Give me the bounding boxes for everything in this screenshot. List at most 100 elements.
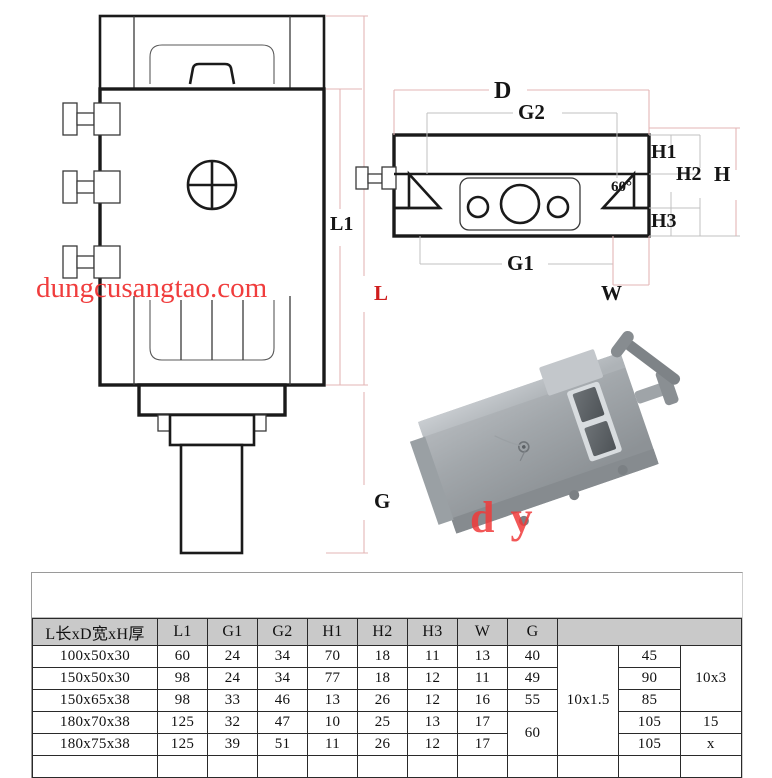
product-photo <box>405 322 697 570</box>
label-G2: G2 <box>518 100 545 124</box>
side-bolt-bottom <box>62 245 121 279</box>
cell-slot: 90 <box>618 667 681 690</box>
watermark-small: dy <box>470 493 549 542</box>
cell-cutoff <box>357 755 408 778</box>
col-header-g: G <box>507 618 558 646</box>
cell-cutoff <box>307 755 358 778</box>
cell-h3: 13 <box>407 711 458 734</box>
cell-h3: 12 <box>407 667 458 690</box>
table-header-row: L长xD宽xH厚 L1 G1 G2 H1 H2 H3 W G <box>32 618 742 646</box>
cell-w: 17 <box>457 733 508 756</box>
col-header-blurred <box>557 618 742 646</box>
cell-g2: 47 <box>257 711 308 734</box>
cell-thread: 10x1.5 <box>556 645 620 756</box>
spec-table: L长xD宽xH厚 L1 G1 G2 H1 H2 H3 W G 100x50x30… <box>32 618 743 778</box>
col-header-h1: H1 <box>307 618 358 646</box>
table-row: 180x75x38 125 39 51 11 26 12 17 105 x <box>32 733 743 756</box>
cell-h2: 26 <box>357 733 408 756</box>
table-row: 100x50x30 60 24 34 70 18 11 13 40 10x1.5… <box>32 645 743 756</box>
cell-g: 55 <box>507 689 558 712</box>
table-row: 150x50x30 98 24 34 77 18 12 11 49 90 <box>32 667 742 690</box>
col-header-model: L长xD宽xH厚 <box>32 618 158 646</box>
cell-h1: 13 <box>307 689 358 712</box>
label-G: G <box>374 489 391 513</box>
label-G1: G1 <box>507 251 534 275</box>
cell-l1: 98 <box>157 667 208 690</box>
col-header-w: W <box>457 618 508 646</box>
cell-g: 40 <box>507 645 558 668</box>
table-row-cutoff <box>32 755 743 778</box>
cell-slot: 45 <box>618 645 681 668</box>
cell-h2: 25 <box>357 711 408 734</box>
cell-g: 60 <box>507 711 558 756</box>
col-header-g2: G2 <box>257 618 308 646</box>
label-W: W <box>601 281 622 305</box>
cell-g: 49 <box>507 667 558 690</box>
cell-w: 17 <box>457 711 508 734</box>
cell-h1: 70 <box>307 645 358 668</box>
col-header-l1: L1 <box>157 618 208 646</box>
cell-l1: 125 <box>157 733 208 756</box>
cell-cutoff <box>407 755 458 778</box>
cell-h2: 18 <box>357 645 408 668</box>
label-H2: H2 <box>676 163 702 185</box>
cell-l1: 60 <box>157 645 208 668</box>
cell-h3: 12 <box>407 689 458 712</box>
side-bolt-middle <box>62 170 121 204</box>
cell-cutoff <box>457 755 508 778</box>
cell-cutoff <box>32 755 158 778</box>
cell-g2: 46 <box>257 689 308 712</box>
cell-h3: 11 <box>407 645 458 668</box>
product-photo-art <box>405 322 697 570</box>
cell-model: 100x50x30 <box>32 645 158 668</box>
table-body: 100x50x30 60 24 34 70 18 11 13 40 10x1.5… <box>32 645 743 778</box>
cell-cutoff <box>507 755 558 778</box>
spec-table-container: L长xD宽xH厚 L1 G1 G2 H1 H2 H3 W G 100x50x30… <box>31 572 743 778</box>
label-H1: H1 <box>651 141 677 163</box>
label-L1: L1 <box>330 213 354 235</box>
cell-w: 11 <box>457 667 508 690</box>
cell-g2: 34 <box>257 667 308 690</box>
label-L: L <box>374 281 389 305</box>
cell-extra: 10x3 <box>679 645 743 712</box>
label-angle-60: 60° <box>611 179 632 195</box>
cell-h1: 10 <box>307 711 358 734</box>
cell-h1: 77 <box>307 667 358 690</box>
cell-extra: 15 <box>679 711 743 734</box>
cell-h3: 12 <box>407 733 458 756</box>
cell-g1: 32 <box>207 711 258 734</box>
table-row: 180x70x38 125 32 47 10 25 13 17 60 105 1… <box>32 711 743 756</box>
cell-slot: 105 <box>618 711 681 734</box>
label-D: D <box>494 78 512 104</box>
cell-h2: 26 <box>357 689 408 712</box>
cell-g1: 24 <box>207 667 258 690</box>
cell-model: 150x65x38 <box>32 689 158 712</box>
cell-cutoff <box>679 755 743 778</box>
top-view-dimension-lines <box>326 15 368 554</box>
side-bolt-top <box>62 102 121 136</box>
cell-h1: 11 <box>307 733 358 756</box>
cell-model: 180x75x38 <box>32 733 158 756</box>
cell-g1: 24 <box>207 645 258 668</box>
cell-g2: 51 <box>257 733 308 756</box>
cell-slot: 105 <box>618 733 681 756</box>
cell-w: 13 <box>457 645 508 668</box>
top-view-geometry <box>62 14 326 555</box>
cell-cutoff <box>157 755 208 778</box>
cell-model: 180x70x38 <box>32 711 158 734</box>
label-H3: H3 <box>651 210 677 232</box>
cell-slot: 85 <box>618 689 681 712</box>
cell-g2: 34 <box>257 645 308 668</box>
cell-w: 16 <box>457 689 508 712</box>
cell-cutoff <box>257 755 308 778</box>
cell-g1: 33 <box>207 689 258 712</box>
table-top-blank-band <box>32 573 742 618</box>
front-view-dimension-lines <box>393 89 740 286</box>
cell-cutoff <box>618 755 681 778</box>
cell-cutoff <box>207 755 258 778</box>
cell-cutoff <box>556 755 620 778</box>
cell-h2: 18 <box>357 667 408 690</box>
label-H: H <box>714 162 731 186</box>
